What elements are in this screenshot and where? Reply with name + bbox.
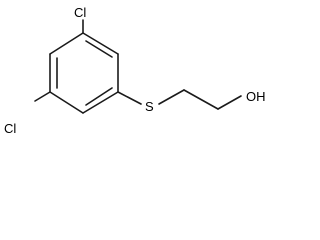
atom-label-cl-bottom: Cl	[4, 121, 16, 136]
ring-bond-c6-c1	[49, 32, 84, 55]
bond-c5-cl-bottom	[34, 91, 51, 102]
bond-sulfur-ch2	[158, 89, 185, 105]
chemical-structure-diagram: Cl Cl S OH	[4, 5, 266, 136]
bond-ch2-oh	[217, 95, 242, 110]
ring-double-bond-inner-2	[85, 87, 113, 106]
bond-c3-sulfur	[117, 91, 142, 105]
ring-double-bond-inner-1	[85, 40, 113, 58]
atom-label-cl-top: Cl	[74, 5, 86, 20]
ring-bond-c3-c4	[82, 91, 119, 114]
ring-bond-c1-c2	[82, 32, 119, 55]
ring-bond-c4-c5	[49, 91, 84, 114]
atom-label-sulfur: S	[145, 99, 154, 114]
bond-ch2-ch2	[183, 89, 219, 110]
atom-label-hydroxyl: OH	[246, 89, 266, 104]
